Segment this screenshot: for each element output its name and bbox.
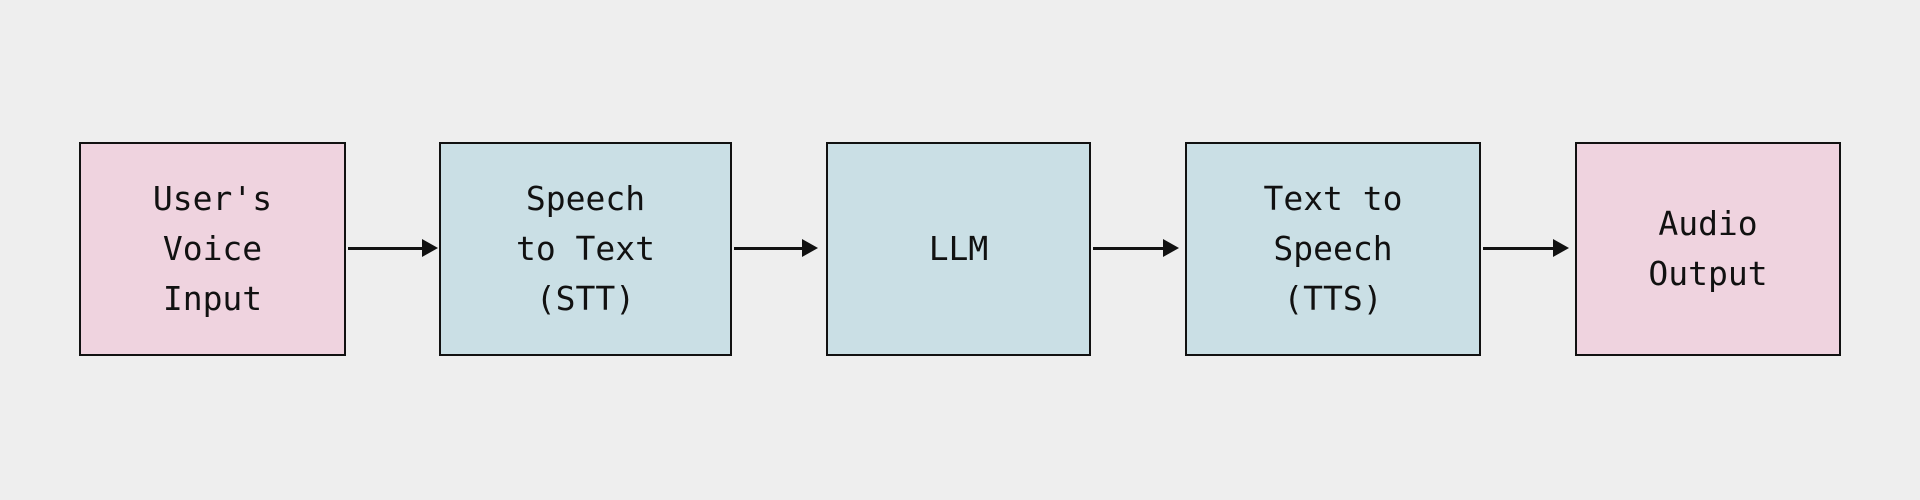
node-label-llm: LLM bbox=[928, 229, 989, 268]
node-speech-to-text[interactable]: Speech to Text (STT) bbox=[439, 142, 732, 356]
arrowhead-icon-4 bbox=[1553, 239, 1569, 257]
node-label-user-voice-input: User's Voice Input bbox=[152, 179, 273, 318]
node-user-voice-input[interactable]: User's Voice Input bbox=[79, 142, 346, 356]
arrowhead-icon-2 bbox=[802, 239, 818, 257]
arrow-user-voice-input-to-speech-to-text bbox=[348, 247, 422, 250]
arrow-speech-to-text-to-llm bbox=[734, 247, 802, 250]
arrowhead-icon-1 bbox=[422, 239, 438, 257]
arrow-text-to-speech-to-audio-output bbox=[1483, 247, 1553, 250]
node-label-speech-to-text: Speech to Text (STT) bbox=[515, 179, 656, 318]
node-label-audio-output: Audio Output bbox=[1648, 204, 1768, 293]
node-audio-output[interactable]: Audio Output bbox=[1575, 142, 1841, 356]
node-label-text-to-speech: Text to Speech (TTS) bbox=[1263, 179, 1403, 318]
node-llm[interactable]: LLM bbox=[826, 142, 1091, 356]
node-text-to-speech[interactable]: Text to Speech (TTS) bbox=[1185, 142, 1481, 356]
arrowhead-icon-3 bbox=[1163, 239, 1179, 257]
arrow-llm-to-text-to-speech bbox=[1093, 247, 1163, 250]
